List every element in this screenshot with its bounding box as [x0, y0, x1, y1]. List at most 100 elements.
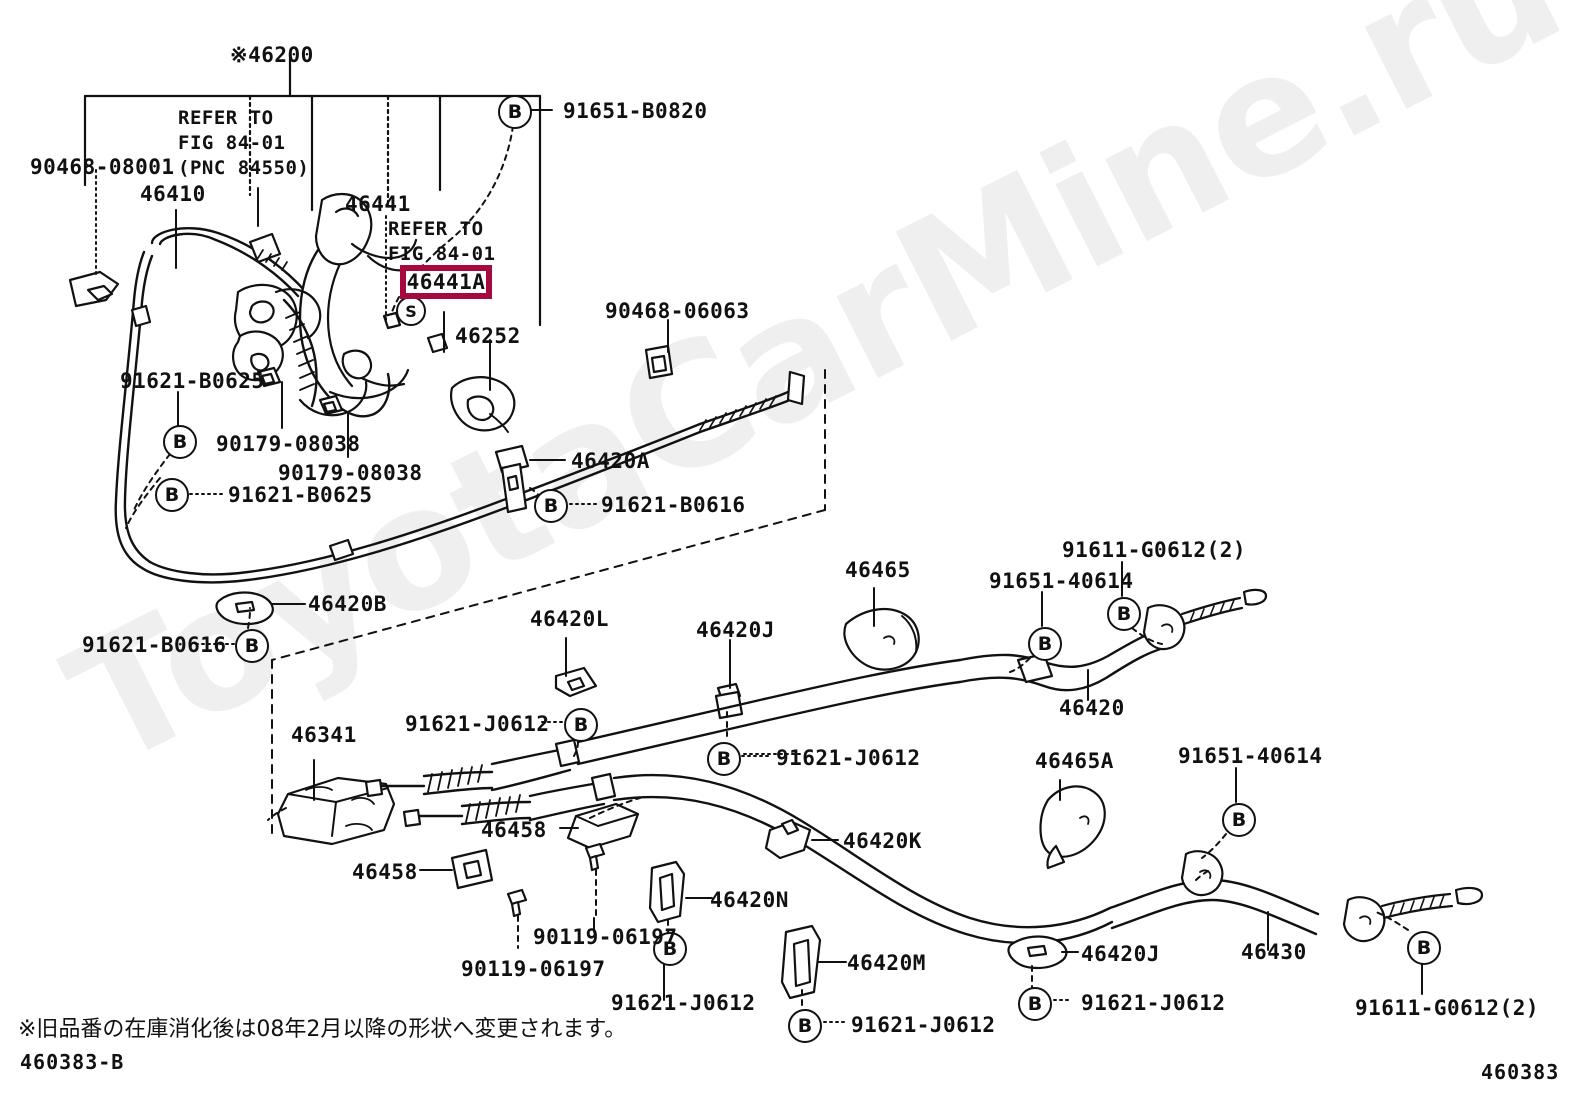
- label-46430: 46430: [1241, 940, 1307, 964]
- marker-b-91621-b0625-a: B: [163, 425, 197, 459]
- label-46420: 46420: [1059, 696, 1125, 720]
- marker-letter: B: [244, 635, 260, 657]
- label-46420j-upper: 46420J: [696, 618, 775, 642]
- assembly-bracket-lines: [83, 53, 542, 327]
- label-46465: 46465: [845, 558, 911, 582]
- marker-letter: B: [1231, 809, 1247, 831]
- label-91651-40614-top: 91651-40614: [989, 569, 1134, 593]
- label-46458-b: 46458: [352, 860, 418, 884]
- marker-b-91621-b0625-b: B: [155, 478, 189, 512]
- highlight-label: 46441A: [406, 270, 486, 294]
- label-46341: 46341: [291, 723, 357, 747]
- label-46410: 46410: [140, 182, 206, 206]
- label-91621-b0616-a: 91621-B0616: [601, 493, 746, 517]
- marker-letter: B: [172, 431, 188, 453]
- marker-b-91651-40614-bot: B: [1222, 803, 1256, 837]
- label-46420m: 46420M: [847, 951, 926, 975]
- marker-b-91611-g0612-bot: B: [1407, 931, 1441, 965]
- label-46420n: 46420N: [710, 888, 789, 912]
- cable-46430: [1108, 850, 1484, 943]
- marker-letter: B: [543, 495, 559, 517]
- label-91621-j0612-d: 91621-J0612: [851, 1013, 996, 1037]
- marker-b-91621-j0612-e: B: [1018, 987, 1052, 1021]
- marker-b-91621-j0612-a: B: [564, 708, 598, 742]
- footnote-japanese: ※旧品番の在庫消化後は08年2月以降の形状へ変更されます。: [18, 1017, 627, 1042]
- nut-90179-08038-b: [318, 394, 344, 416]
- label-91621-j0612-e: 91621-J0612: [1081, 991, 1226, 1015]
- label-91621-b0616-b: 91621-B0616: [82, 633, 227, 657]
- clamp-46420a: [494, 444, 530, 514]
- dashed-assembly-frame: [271, 369, 826, 841]
- label-91621-j0612-c: 91621-J0612: [611, 991, 756, 1015]
- marker-b-91621-b0616-a: B: [534, 489, 568, 523]
- figure-code-bottom-right: 460383: [1481, 1060, 1560, 1084]
- marker-letter: B: [1416, 937, 1432, 959]
- marker-letter: B: [164, 484, 180, 506]
- nut-90179-08038-a: [256, 366, 282, 388]
- marker-b-91611-g0612-top: B: [1107, 597, 1141, 631]
- clamp-46420k: [764, 818, 812, 860]
- clip-90468-08001: [68, 270, 120, 308]
- label-46200: ※46200: [230, 43, 314, 67]
- clamp-46420n: [648, 860, 686, 924]
- marker-letter: B: [1037, 633, 1053, 655]
- label-91611-g0612-bot: 91611-G0612(2): [1355, 996, 1540, 1020]
- label-46458-a: 46458: [481, 818, 547, 842]
- clamp-46420m: [780, 924, 822, 1000]
- label-46420b: 46420B: [308, 592, 387, 616]
- equalizer-46341: [276, 776, 396, 846]
- marker-b-91621-b0616-b: B: [235, 629, 269, 663]
- label-90119-06197-b: 90119-06197: [461, 957, 606, 981]
- label-91621-b0625-a: 91621-B0625: [120, 369, 265, 393]
- label-90468-08001: 90468-08001: [30, 155, 175, 179]
- clip-90468-06063: [644, 344, 674, 380]
- clamp-46458-a: [566, 802, 640, 850]
- marker-letter: B: [1116, 603, 1132, 625]
- cable-46420: [958, 588, 1268, 692]
- cable-46410: [114, 227, 806, 584]
- label-90179-08038-a: 90179-08038: [216, 432, 361, 456]
- refer-note-1: REFER TO FIG 84-01 (PNC 84550): [178, 107, 310, 179]
- figure-code-bottom-left: 460383-B: [20, 1050, 125, 1074]
- clamp-46420j-lower: [1007, 935, 1068, 970]
- cable-pair-front: [364, 658, 1114, 945]
- marker-letter: B: [573, 714, 589, 736]
- label-91621-b0625-b: 91621-B0625: [228, 483, 373, 507]
- clamp-46420j-upper: [714, 682, 744, 720]
- bolt-90119-06197-a: [584, 842, 606, 872]
- label-91651-40614-bot: 91651-40614: [1178, 744, 1323, 768]
- marker-letter: B: [507, 101, 523, 123]
- label-91651-b0820: 91651-B0820: [563, 99, 708, 123]
- label-46420l: 46420L: [530, 607, 609, 631]
- label-90179-08038-b: 90179-08038: [278, 461, 423, 485]
- label-91621-j0612-b: 91621-J0612: [776, 746, 921, 770]
- clamp-46458-b: [450, 848, 494, 890]
- clamp-46420l: [554, 666, 598, 698]
- marker-b-91651-b0820: B: [498, 95, 532, 129]
- clamp-46420b: [215, 591, 274, 626]
- label-46420a: 46420A: [571, 449, 650, 473]
- cover-46465: [843, 607, 920, 671]
- marker-letter: B: [662, 938, 678, 960]
- label-91621-j0612-a: 91621-J0612: [405, 712, 550, 736]
- label-46252: 46252: [455, 324, 521, 348]
- label-46465a: 46465A: [1035, 749, 1114, 773]
- marker-letter: B: [716, 748, 732, 770]
- highlighted-part-46441a[interactable]: 46441A: [400, 265, 492, 299]
- marker-s-46441a: S: [396, 296, 426, 326]
- marker-b-91621-j0612-c: B: [653, 932, 687, 966]
- label-46420j-lower: 46420J: [1081, 942, 1160, 966]
- label-90119-06197-a: 90119-06197: [533, 925, 678, 949]
- marker-letter: B: [797, 1015, 813, 1037]
- clip-46252: [450, 376, 516, 433]
- bolt-90119-06197-b: [506, 888, 528, 918]
- marker-b-91651-40614-top: B: [1028, 627, 1062, 661]
- label-46420k: 46420K: [843, 829, 922, 853]
- leader-lines: [95, 54, 1423, 1023]
- small-part-46441a: [426, 332, 449, 354]
- bracket-46441: [314, 192, 418, 272]
- small-nut-under-bracket: [382, 311, 402, 330]
- marker-letter: S: [405, 301, 417, 321]
